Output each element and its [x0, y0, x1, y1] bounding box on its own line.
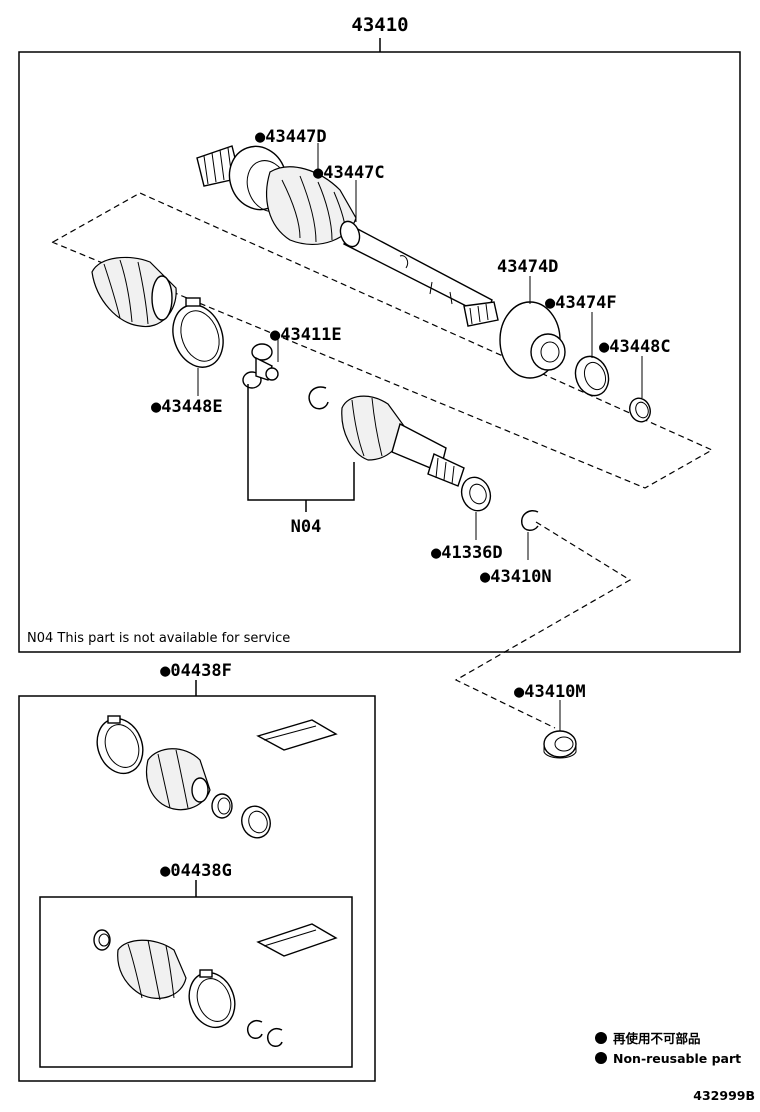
label-43474D[interactable]: 43474D — [497, 257, 558, 277]
label-43448C[interactable]: ●43448C — [599, 337, 671, 357]
bracket-N04 — [247, 384, 355, 501]
kit-G-parts[interactable] — [93, 923, 338, 1047]
kit-F-parts[interactable] — [90, 712, 338, 842]
kit-boundary-dashed-lower — [454, 521, 632, 729]
legend-bullet-jp — [595, 1032, 607, 1044]
legend-jp: 再使用不可部品 — [613, 1031, 701, 1046]
label-43410M[interactable]: ●43410M — [514, 682, 586, 702]
label-43474F[interactable]: ●43474F — [545, 293, 617, 313]
bearing[interactable] — [543, 730, 577, 759]
boot-clamp-small-outer[interactable] — [626, 395, 653, 424]
label-43411E[interactable]: ●43411E — [270, 325, 342, 345]
legend-bullet-en — [595, 1052, 607, 1064]
label-N04[interactable]: N04 — [291, 517, 322, 537]
label-04438F[interactable]: ●04438F — [160, 661, 232, 681]
assembly-number-label[interactable]: 43410 — [351, 14, 408, 36]
kit-frame-outer — [18, 695, 376, 1082]
label-43447D[interactable]: ●43447D — [255, 127, 327, 147]
snap-ring-inner[interactable] — [308, 386, 329, 410]
label-04438G[interactable]: ●04438G — [160, 861, 232, 881]
service-note: N04 This part is not available for servi… — [27, 631, 290, 646]
outer-cv-joint-shaft[interactable] — [196, 138, 499, 327]
boot-clamp-large[interactable] — [165, 297, 232, 375]
label-41336D[interactable]: ●41336D — [431, 543, 503, 563]
inner-boot[interactable] — [91, 256, 177, 328]
label-43410N[interactable]: ●43410N — [480, 567, 552, 587]
tripod-joint[interactable] — [242, 343, 279, 389]
diagram-code: 432999B — [693, 1088, 755, 1103]
label-43448E[interactable]: ●43448E — [151, 397, 223, 417]
dynamic-damper[interactable] — [499, 301, 566, 379]
legend-en: Non-reusable part — [613, 1051, 741, 1066]
damper-clamp[interactable] — [570, 352, 614, 401]
oil-seal[interactable] — [457, 473, 495, 515]
inner-joint-housing[interactable] — [341, 395, 465, 487]
label-43447C[interactable]: ●43447C — [313, 163, 385, 183]
snap-ring-outer[interactable] — [521, 510, 539, 531]
